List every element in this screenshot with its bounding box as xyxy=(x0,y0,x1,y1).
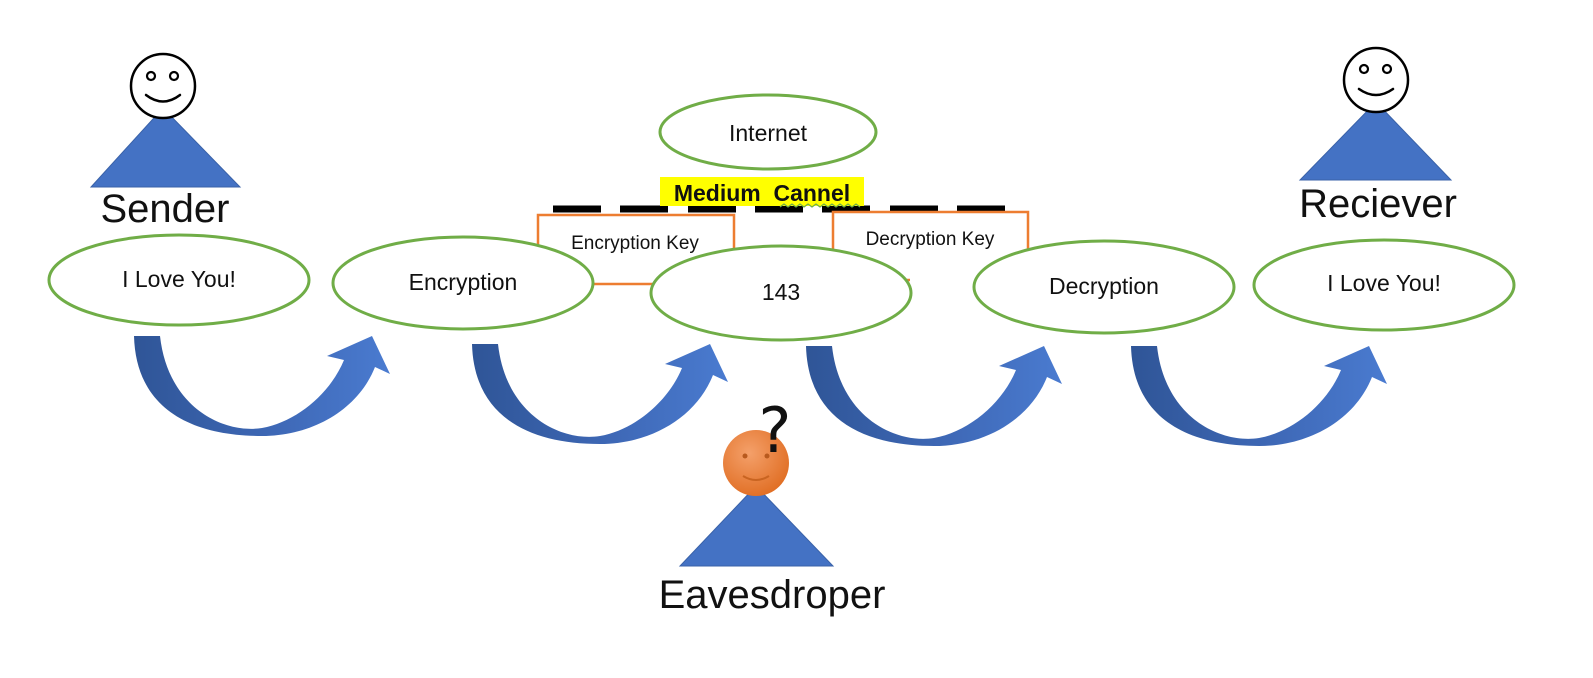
smiley-face-icon xyxy=(129,52,197,120)
internet-ellipse xyxy=(658,93,878,171)
sender-figure xyxy=(89,52,242,188)
plaintext-right-ellipse xyxy=(1252,238,1516,332)
receiver-label: Reciever xyxy=(1299,182,1457,226)
plaintext-left-ellipse xyxy=(47,233,311,327)
smiley-face-icon xyxy=(1342,46,1410,114)
ciphertext-label: 143 xyxy=(762,279,800,305)
eavesdropper-label: Eavesdroper xyxy=(659,573,886,617)
curved-arrow-icon xyxy=(1131,346,1387,446)
medium-channel-label: Medium Cannel xyxy=(674,180,850,206)
ciphertext-ellipse xyxy=(649,244,913,342)
orange-face-icon xyxy=(723,430,789,496)
encryption-ellipse xyxy=(331,235,595,331)
medium-channel-highlight xyxy=(660,177,864,206)
plaintext-left-label: I Love You! xyxy=(122,266,236,292)
decryption-label: Decryption xyxy=(1049,273,1159,299)
eavesdropper-body xyxy=(678,485,835,567)
spellcheck-underline xyxy=(779,203,861,208)
sender-body xyxy=(89,107,242,188)
curved-arrow-icon xyxy=(134,336,390,436)
receiver-body xyxy=(1298,101,1453,181)
curved-arrow-icon xyxy=(472,344,728,444)
internet-label: Internet xyxy=(729,120,808,146)
receiver-figure xyxy=(1298,46,1453,181)
encryption-key-label: Encryption Key xyxy=(571,233,699,254)
eavesdropper-figure: ? xyxy=(678,394,835,567)
decryption-key-label: Decryption Key xyxy=(866,229,995,250)
sender-label: Sender xyxy=(101,187,230,231)
encryption-label: Encryption xyxy=(409,269,518,295)
curved-arrow-icon xyxy=(806,346,1062,446)
plaintext-right-label: I Love You! xyxy=(1327,270,1441,296)
question-mark-icon: ? xyxy=(759,394,792,467)
decryption-ellipse xyxy=(972,239,1236,335)
